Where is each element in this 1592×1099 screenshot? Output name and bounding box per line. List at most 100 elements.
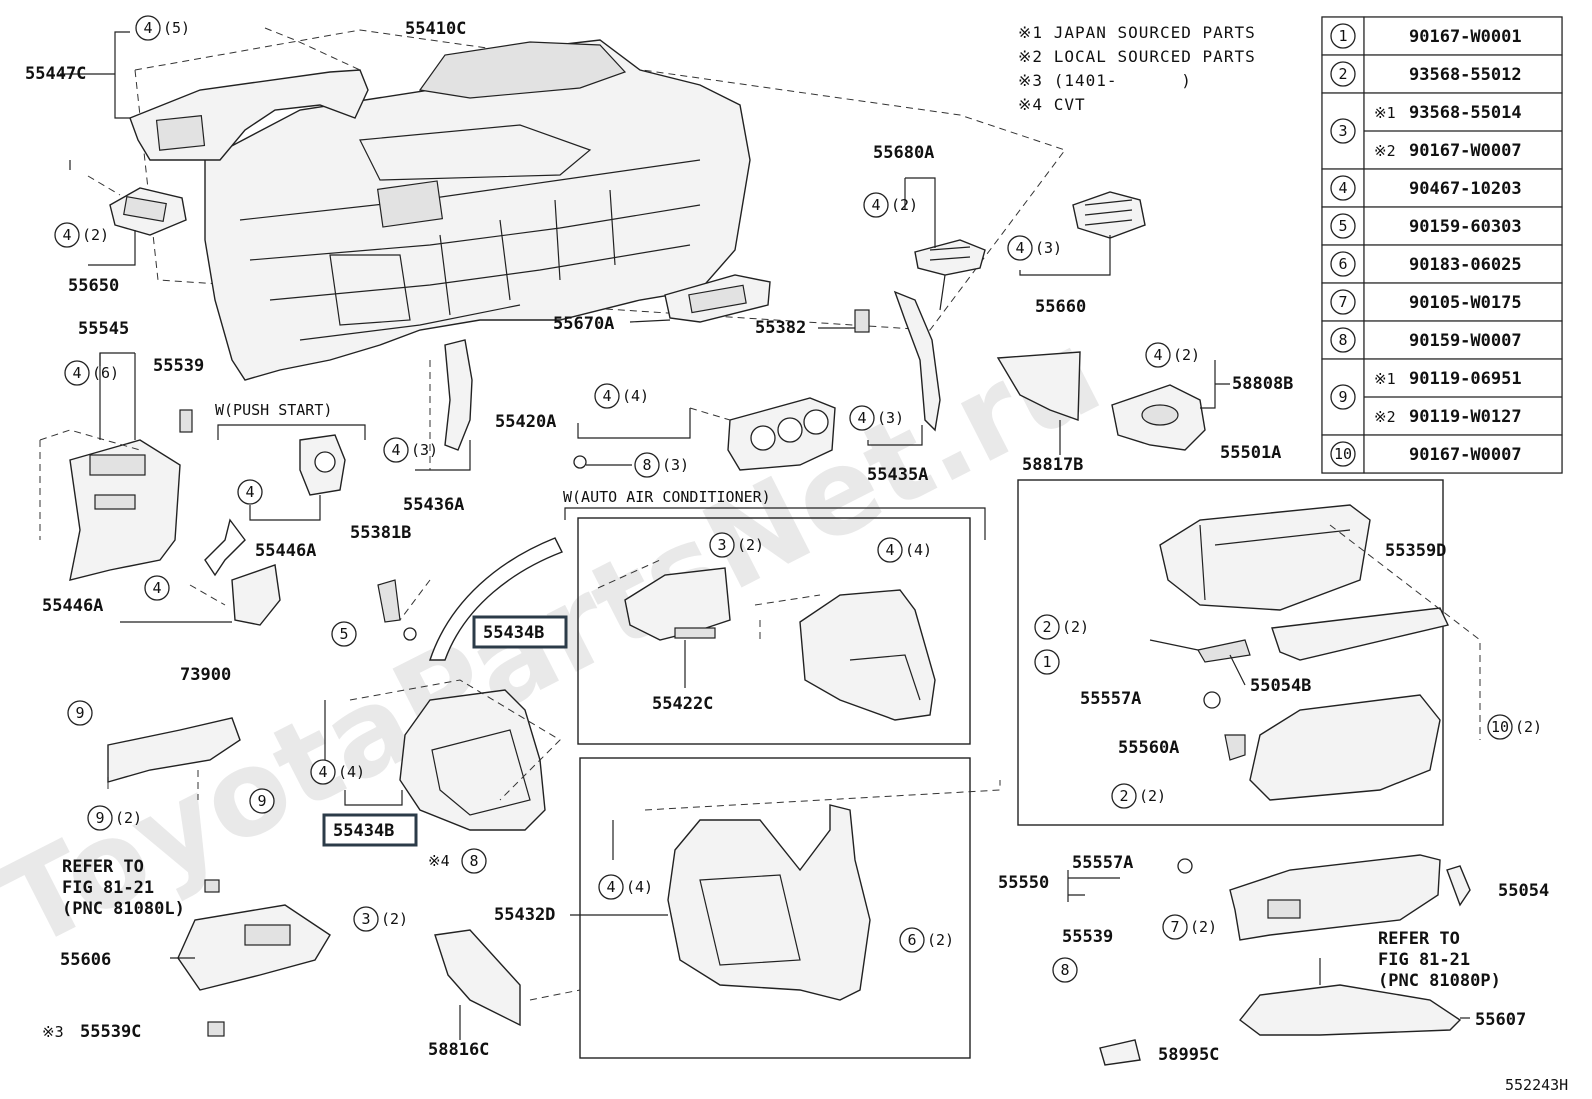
callout-c83: 8(3) [634,452,689,478]
table-part-number[interactable]: 90159-60303 [1409,217,1522,237]
callout-number: 4 [62,226,71,244]
callout-circle [1111,783,1137,809]
table-part-number[interactable]: 90167-W0007 [1409,141,1522,161]
part-label-55422c[interactable]: 55422C [652,694,713,714]
svg-text:※4 CVT: ※4 CVT [1018,95,1086,114]
part-label-55054b[interactable]: 55054B [1250,676,1311,696]
part-label-55550[interactable]: 55550 [998,873,1049,893]
callout-number: 8 [642,456,651,474]
table-num-circle [1330,251,1356,277]
part-label-55382[interactable]: 55382 [755,318,806,338]
part-label-55446ab[interactable]: 55446A [42,596,103,616]
part-label-58817b[interactable]: 58817B [1022,455,1083,475]
part-label-55501a[interactable]: 55501A [1220,443,1281,463]
table-part-number[interactable]: 90467-10203 [1409,179,1522,199]
callout-circle [634,452,660,478]
part-label-55432d[interactable]: 55432D [494,905,555,925]
notes: ※1 JAPAN SOURCED PARTS ※2 LOCAL SOURCED … [1018,23,1256,114]
refer-left-1: REFER TO [62,857,144,877]
part-label-55545[interactable]: 55545 [78,319,129,339]
part-label-58808b[interactable]: 58808B [1232,374,1293,394]
part-label-55650[interactable]: 55650 [68,276,119,296]
table-mark: ※2 [1374,142,1396,160]
part-label-73900[interactable]: 73900 [180,665,231,685]
part-label-55446aa[interactable]: 55446A [255,541,316,561]
refer-right-1: REFER TO [1378,929,1460,949]
callout-c72: 7(2) [1162,914,1217,940]
table-part-number[interactable]: 90119-W0127 [1409,407,1522,427]
callout-number: 1 [1042,653,1051,671]
table-part-number[interactable]: 90167-W0001 [1409,27,1522,47]
callout-circle [383,437,409,463]
part-labels: 55410C 55447C 55650 55680A 55660 55670A 55382 5… [25,19,1549,1065]
part-label-55420a[interactable]: 55420A [495,412,556,432]
part-label-55434bb[interactable]: 55434B [333,821,394,841]
table-mark: ※1 [1374,370,1396,388]
callout-circle [594,383,620,409]
callout-number: 4 [143,19,152,37]
note-text: LOCAL SOURCED PARTS [1054,47,1256,66]
callout-c92: 9(2) [87,805,142,831]
callout-circle [1162,914,1188,940]
part-label-58816c[interactable]: 58816C [428,1040,489,1060]
part-label-55557ab[interactable]: 55557A [1072,853,1133,873]
table-part-number[interactable]: 90183-06025 [1409,255,1522,275]
table-part-cell [1363,282,1563,322]
table-part-cell [1363,320,1563,360]
callout-c9a: 9 [67,700,93,726]
callout-circle [331,621,357,647]
callout-qty: (2) [1139,787,1166,805]
part-label-55359d[interactable]: 55359D [1385,541,1446,561]
part-label-55670a[interactable]: 55670A [553,314,614,334]
part-label-55539c[interactable]: 55539C [80,1022,141,1042]
callout-number: 5 [339,625,348,643]
part-label-55436a[interactable]: 55436A [403,495,464,515]
callout-circle [1034,649,1060,675]
callout-circle [1145,342,1171,368]
part-label-55557aa[interactable]: 55557A [1080,689,1141,709]
callout-c42b: 4(2) [863,192,918,218]
part-label-55607[interactable]: 55607 [1475,1010,1526,1030]
svg-text:※2 LOCAL SOURCED PARTS: ※2 LOCAL SOURCED PARTS [1018,47,1256,66]
callout-circle [135,15,161,41]
table-part-number[interactable]: 90119-06951 [1409,369,1522,389]
callout-qty: (5) [163,19,190,37]
table-part-number[interactable]: 93568-55012 [1409,65,1522,85]
callout-number: 9 [95,809,104,827]
part-label-55410c[interactable]: 55410C [405,19,466,39]
table-part-number[interactable]: 90159-W0007 [1409,331,1522,351]
note-mark: ※3 [1018,71,1043,90]
callout-qty: (4) [626,878,653,896]
callout-c8a: 8 [461,848,487,874]
callouts: 4(5)4(2)4(2)4(3)4(6)444(3)4(4)4(3)4(2)8(… [54,15,1542,983]
part-label-55606[interactable]: 55606 [60,950,111,970]
part-label-55434ba[interactable]: 55434B [483,623,544,643]
callout-qty: (2) [82,226,109,244]
table-part-cell [1363,54,1563,94]
table-part-number[interactable]: 90105-W0175 [1409,293,1522,313]
instrument-panel-drawing [134,29,1066,381]
part-label-58995c[interactable]: 58995C [1158,1045,1219,1065]
callout-c32a: 3(2) [709,532,764,558]
callout-c45: 4 (5) [135,15,190,41]
part-label-55381b[interactable]: 55381B [350,523,411,543]
callout-qty: (3) [411,441,438,459]
reference-id: 552243H [1505,1076,1568,1094]
part-label-55435a[interactable]: 55435A [867,465,928,485]
table-part-number[interactable]: 93568-55014 [1409,103,1522,123]
part-label-55660[interactable]: 55660 [1035,297,1086,317]
cvt-mark: ※4 [428,852,450,870]
part-label-55539a[interactable]: 55539 [153,356,204,376]
table-part-number[interactable]: 90167-W0007 [1409,445,1522,465]
part-label-55680a[interactable]: 55680A [873,143,934,163]
part-label-55560a[interactable]: 55560A [1118,738,1179,758]
part-label-55447c[interactable]: 55447C [25,64,86,84]
part-label-55054[interactable]: 55054 [1498,881,1549,901]
part-label-55539b[interactable]: 55539 [1062,927,1113,947]
